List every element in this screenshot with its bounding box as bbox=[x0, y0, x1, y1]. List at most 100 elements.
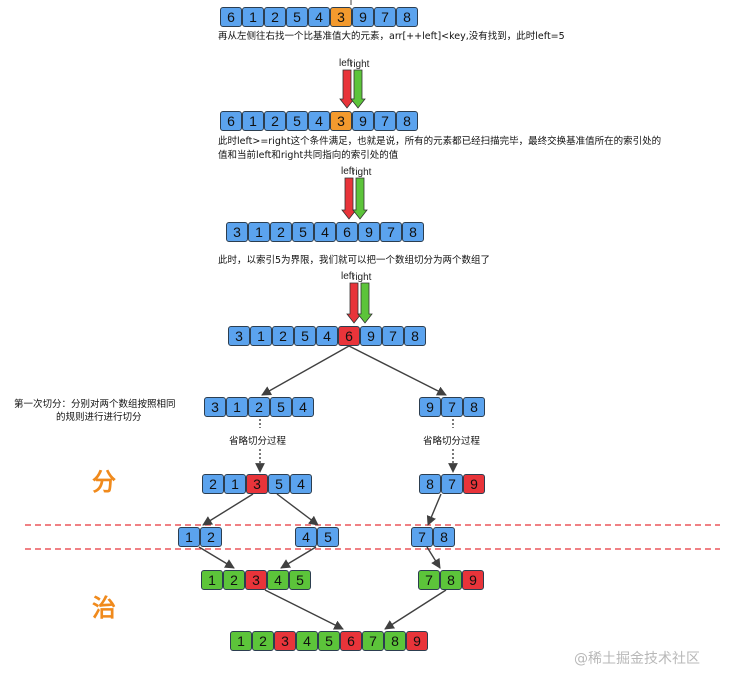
array-cell-final-3: 4 bbox=[296, 631, 318, 651]
pointer-label-left-1: left bbox=[339, 58, 353, 69]
array-cell-final-0: 1 bbox=[230, 631, 252, 651]
array-cell-l4-1: 2 bbox=[223, 570, 245, 590]
array-cell-a1-4: 4 bbox=[308, 7, 330, 27]
merge-arrow-final-left bbox=[264, 589, 344, 630]
right-pointer-arrow-1 bbox=[350, 69, 366, 109]
array-cell-a4-2: 2 bbox=[272, 326, 294, 346]
array-cell-a2-5: 3 bbox=[330, 111, 352, 131]
divide-arrow-l3a bbox=[202, 493, 254, 526]
array-cell-r3-0: 7 bbox=[411, 527, 433, 547]
array-cell-l2-4: 4 bbox=[290, 474, 312, 494]
array-cell-final-2: 3 bbox=[274, 631, 296, 651]
caption-split: 此时，以索引5为界限，我们就可以把一个数组切分为两个数组了 bbox=[218, 255, 491, 266]
array-cell-a1-6: 9 bbox=[352, 7, 374, 27]
array-cell-l1-1: 1 bbox=[226, 397, 248, 417]
pointer-label-right-2: right bbox=[352, 167, 372, 178]
array-cell-r4-1: 8 bbox=[440, 570, 462, 590]
array-cell-l1-0: 3 bbox=[204, 397, 226, 417]
array-cell-r1-1: 7 bbox=[441, 397, 463, 417]
merge-arrow-l3a bbox=[198, 546, 235, 569]
array-cell-a3-0: 3 bbox=[226, 222, 248, 242]
left-pointer-arrow-3 bbox=[346, 282, 362, 324]
caption-first-split-line1: 第一次切分：分别对两个数组按照相同 bbox=[14, 399, 176, 410]
array-cell-l4-3: 4 bbox=[267, 570, 289, 590]
array-cell-final-6: 7 bbox=[362, 631, 384, 651]
array-cell-final-5: 6 bbox=[340, 631, 362, 651]
array-cell-a2-7: 7 bbox=[374, 111, 396, 131]
divide-arrow-l3b bbox=[276, 493, 319, 526]
array-cell-l4-2: 3 bbox=[245, 570, 267, 590]
left-pointer-arrow-1 bbox=[339, 69, 355, 109]
array-cell-a4-0: 3 bbox=[228, 326, 250, 346]
array-cell-a1-2: 2 bbox=[264, 7, 286, 27]
array-cell-a2-4: 4 bbox=[308, 111, 330, 131]
conquer-label: 治 bbox=[92, 594, 116, 622]
merge-arrow-final-right bbox=[384, 589, 447, 630]
array-cell-a3-5: 6 bbox=[336, 222, 358, 242]
array-cell-a3-4: 4 bbox=[314, 222, 336, 242]
array-cell-final-8: 9 bbox=[406, 631, 428, 651]
array-cell-l1-2: 2 bbox=[248, 397, 270, 417]
pointer-label-left-2: left bbox=[341, 166, 355, 177]
merge-arrow-r3 bbox=[426, 546, 441, 569]
array-cell-a1-1: 1 bbox=[242, 7, 264, 27]
array-cell-a4-5: 6 bbox=[338, 326, 360, 346]
array-cell-a2-6: 9 bbox=[352, 111, 374, 131]
caption-omit-right: 省略切分过程 bbox=[423, 436, 481, 447]
array-cell-l2-0: 2 bbox=[202, 474, 224, 494]
array-cell-a3-1: 1 bbox=[248, 222, 270, 242]
array-cell-a1-0: 6 bbox=[220, 7, 242, 27]
array-cell-a1-3: 5 bbox=[286, 7, 308, 27]
pointer-label-left-3: left bbox=[341, 271, 355, 282]
array-cell-r2-1: 7 bbox=[441, 474, 463, 494]
array-cell-l3a-0: 1 bbox=[178, 527, 200, 547]
array-cell-l2-2: 3 bbox=[246, 474, 268, 494]
array-cell-final-1: 2 bbox=[252, 631, 274, 651]
array-cell-l3b-1: 5 bbox=[317, 527, 339, 547]
array-cell-a2-3: 5 bbox=[286, 111, 308, 131]
divide-label: 分 bbox=[92, 468, 116, 496]
caption-swap-line2: 值和当前left和right共同指向的索引处的值 bbox=[218, 150, 399, 161]
array-cell-a2-0: 6 bbox=[220, 111, 242, 131]
array-cell-a3-7: 7 bbox=[380, 222, 402, 242]
array-cell-a4-1: 1 bbox=[250, 326, 272, 346]
array-cell-l1-4: 4 bbox=[292, 397, 314, 417]
caption-swap-line1: 此时left>=right这个条件满足，也就是说，所有的元素都已经扫描完毕，最终… bbox=[218, 136, 662, 147]
array-cell-a2-8: 8 bbox=[396, 111, 418, 131]
array-cell-a4-6: 9 bbox=[360, 326, 382, 346]
divide-arrow-r3 bbox=[426, 493, 442, 526]
left-pointer-arrow-2 bbox=[341, 177, 357, 220]
array-cell-r2-0: 8 bbox=[419, 474, 441, 494]
array-cell-a4-4: 4 bbox=[316, 326, 338, 346]
array-cell-l3b-0: 4 bbox=[295, 527, 317, 547]
array-cell-a2-1: 1 bbox=[242, 111, 264, 131]
array-cell-a4-7: 7 bbox=[382, 326, 404, 346]
array-cell-l4-0: 1 bbox=[201, 570, 223, 590]
array-cell-r4-2: 9 bbox=[462, 570, 484, 590]
array-cell-l4-4: 5 bbox=[289, 570, 311, 590]
array-cell-l1-3: 5 bbox=[270, 397, 292, 417]
array-cell-r4-0: 7 bbox=[418, 570, 440, 590]
array-cell-r1-2: 8 bbox=[463, 397, 485, 417]
array-cell-final-7: 8 bbox=[384, 631, 406, 651]
split-arrow-right bbox=[348, 345, 447, 396]
array-cell-a1-7: 7 bbox=[374, 7, 396, 27]
pointer-label-right-3: right bbox=[352, 272, 372, 283]
split-arrow-left bbox=[261, 345, 350, 396]
array-cell-a3-3: 5 bbox=[292, 222, 314, 242]
array-cell-a1-5: 3 bbox=[330, 7, 352, 27]
array-cell-a3-2: 2 bbox=[270, 222, 292, 242]
pointer-label-right-1: right bbox=[350, 59, 370, 70]
caption-first-split-line2: 的规则进行进行切分 bbox=[56, 412, 142, 423]
array-cell-a4-8: 8 bbox=[404, 326, 426, 346]
right-pointer-arrow-2 bbox=[352, 177, 368, 220]
right-pointer-arrow-3 bbox=[357, 282, 373, 324]
array-cell-r1-0: 9 bbox=[419, 397, 441, 417]
watermark: @稀土掘金技术社区 bbox=[574, 651, 700, 667]
array-cell-l2-3: 5 bbox=[268, 474, 290, 494]
array-cell-a4-3: 5 bbox=[294, 326, 316, 346]
array-cell-a3-6: 9 bbox=[358, 222, 380, 242]
merge-arrow-l3b bbox=[280, 546, 317, 569]
